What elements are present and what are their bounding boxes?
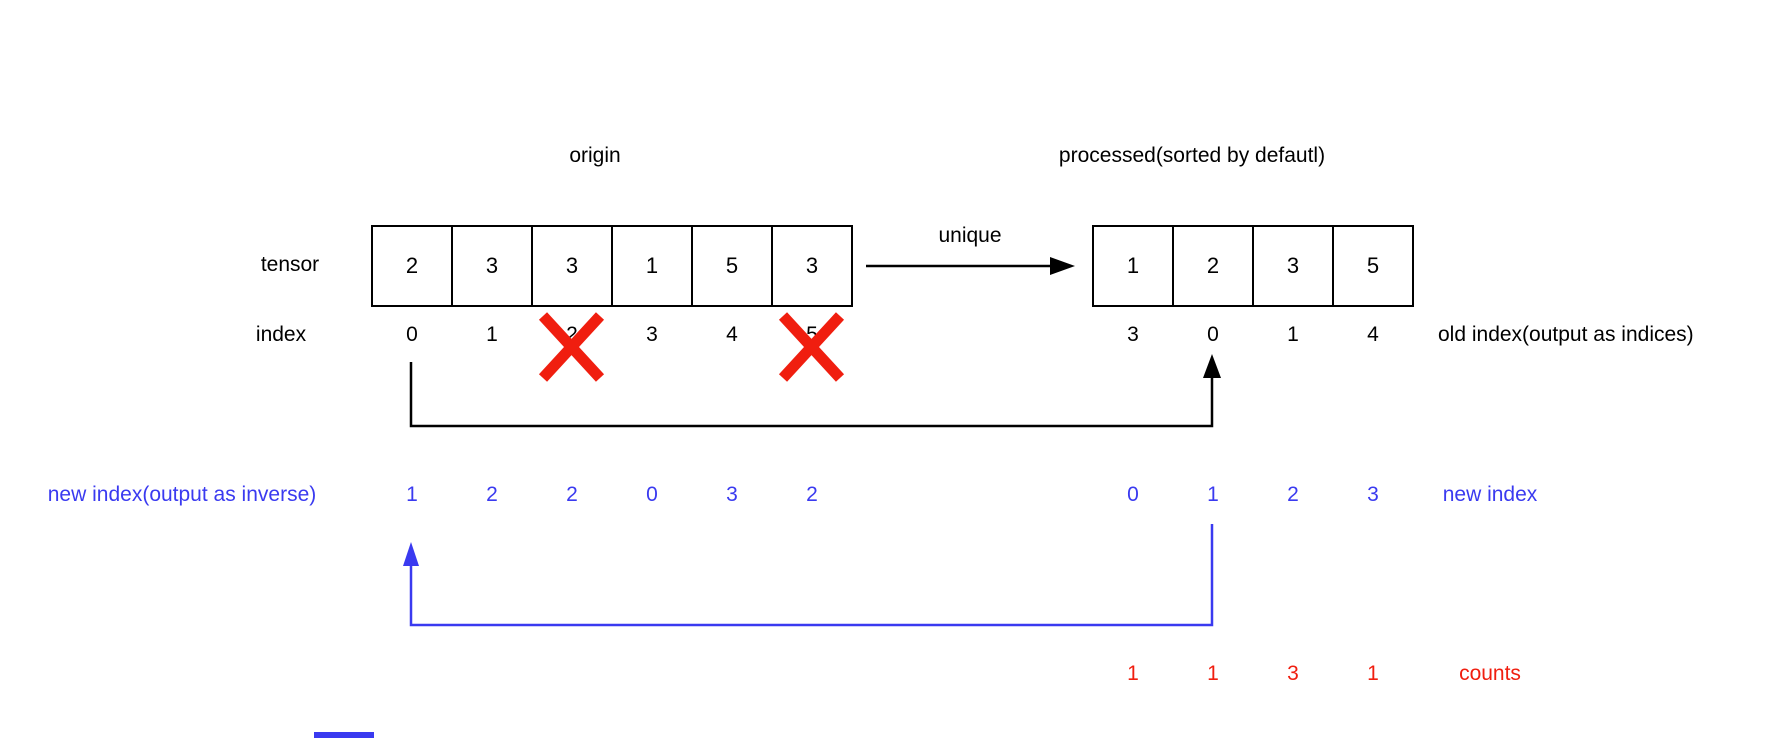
inverse-value: 2 <box>806 483 818 506</box>
tensor-cell: 1 <box>611 225 693 307</box>
index-value: 1 <box>486 323 498 346</box>
inverse-value: 1 <box>406 483 418 506</box>
tensor-cell: 3 <box>771 225 853 307</box>
inverse-value: 2 <box>486 483 498 506</box>
unique-cell: 5 <box>1332 225 1414 307</box>
new-index-value: 0 <box>1127 483 1139 506</box>
tensor-cell: 2 <box>371 225 453 307</box>
old-index-value: 1 <box>1287 323 1299 346</box>
unique-cell: 1 <box>1092 225 1174 307</box>
unique-cell: 2 <box>1172 225 1254 307</box>
counts-value: 1 <box>1367 662 1379 685</box>
inverse-mapping-arrow <box>403 524 1214 627</box>
new-index-value: 2 <box>1287 483 1299 506</box>
counts-label: counts <box>1459 662 1521 685</box>
tensor-cell: 3 <box>531 225 613 307</box>
index-value: 3 <box>646 323 658 346</box>
index-value: 4 <box>726 323 738 346</box>
new-index-value: 1 <box>1207 483 1219 506</box>
old-index-value: 0 <box>1207 323 1219 346</box>
index-value-crossed: 2 <box>566 323 578 346</box>
inverse-value: 3 <box>726 483 738 506</box>
tensor-cell: 5 <box>691 225 773 307</box>
processed-title: processed(sorted by defautl) <box>1058 144 1326 167</box>
counts-value: 1 <box>1127 662 1139 685</box>
index-row-label: index <box>255 323 307 346</box>
tensor-cell: 3 <box>451 225 533 307</box>
counts-value: 1 <box>1207 662 1219 685</box>
new-index-inverse-label: new index(output as inverse) <box>47 483 317 506</box>
new-index-value: 3 <box>1367 483 1379 506</box>
old-index-mapping-arrow <box>409 354 1221 428</box>
unique-cell: 3 <box>1252 225 1334 307</box>
new-index-label: new index <box>1442 483 1538 506</box>
counts-value: 3 <box>1287 662 1299 685</box>
index-value: 0 <box>406 323 418 346</box>
old-index-value: 4 <box>1367 323 1379 346</box>
unique-arrow <box>866 257 1075 275</box>
bottom-blue-bar <box>314 732 374 738</box>
origin-title: origin <box>569 144 621 167</box>
unique-arrow-label: unique <box>938 224 1002 247</box>
inverse-value: 2 <box>566 483 578 506</box>
old-index-value: 3 <box>1127 323 1139 346</box>
index-value-crossed: 5 <box>806 323 818 346</box>
tensor-row-label: tensor <box>260 253 320 276</box>
inverse-value: 0 <box>646 483 658 506</box>
old-index-label: old index(output as indices) <box>1438 323 1694 346</box>
